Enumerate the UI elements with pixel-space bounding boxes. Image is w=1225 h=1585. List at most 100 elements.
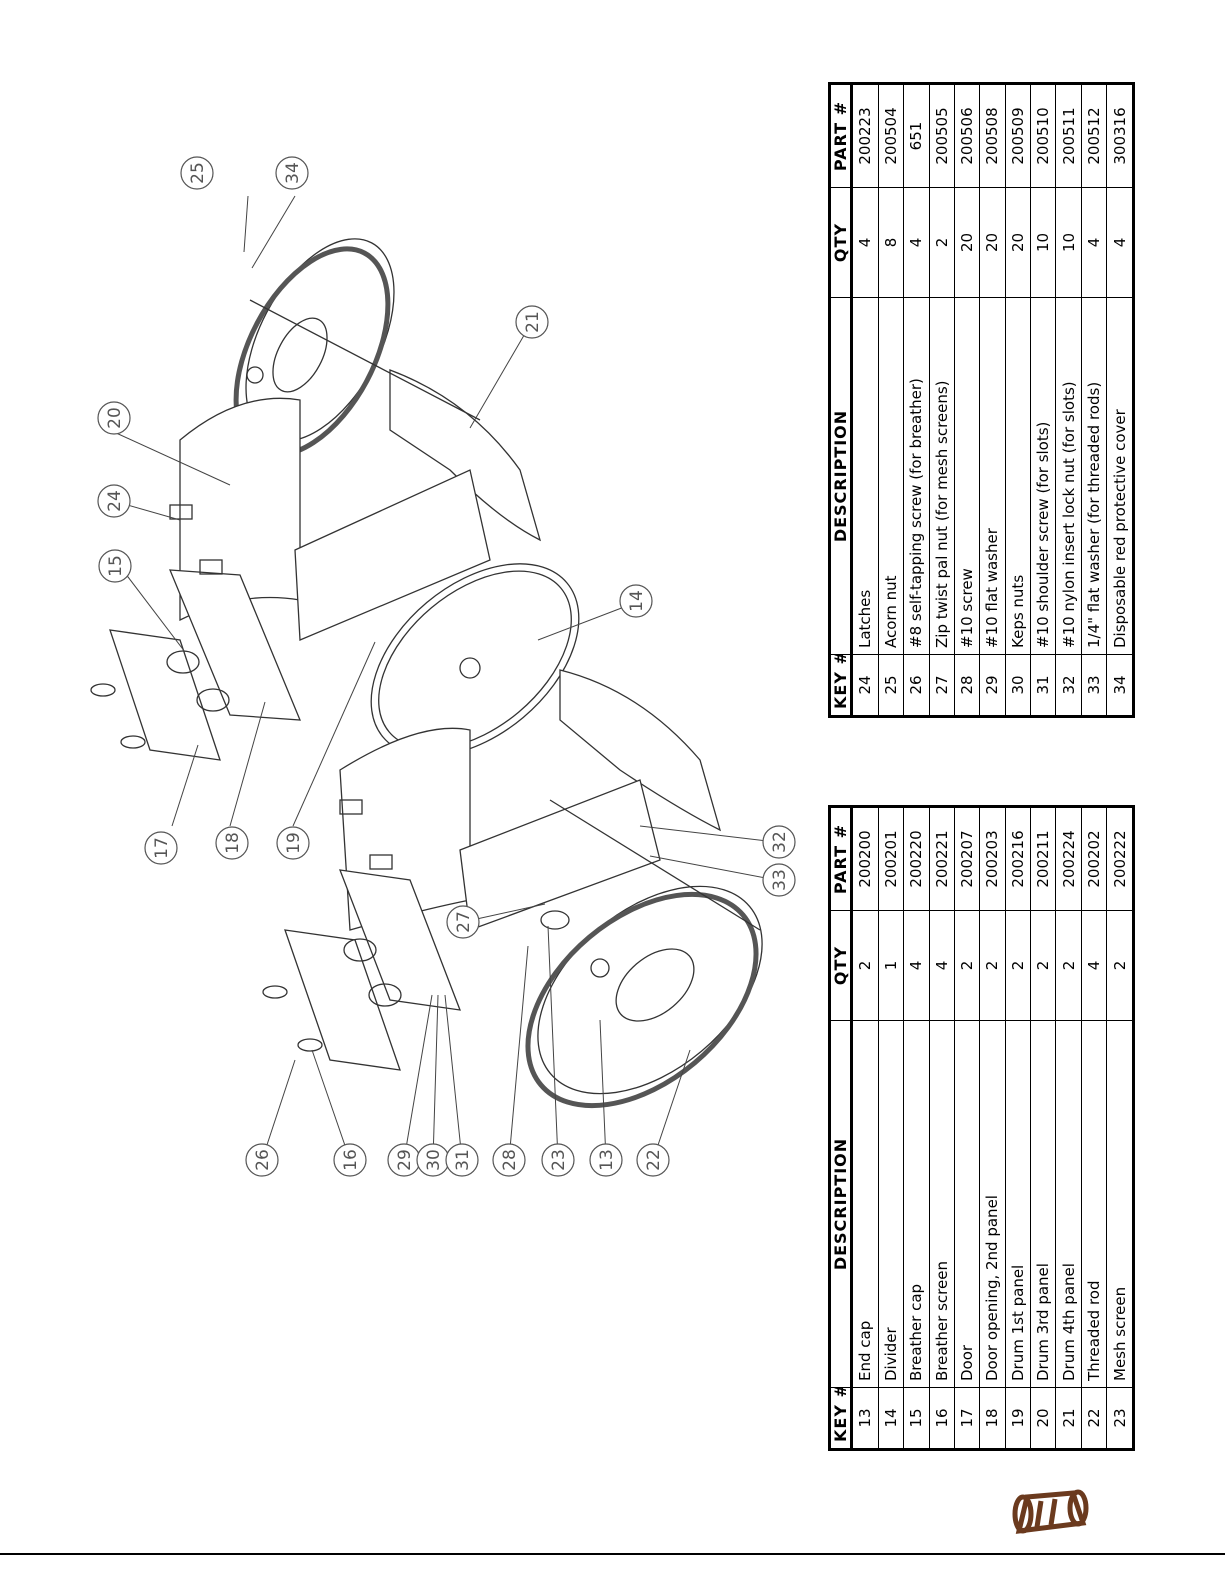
cell-qty: 2 (851, 910, 879, 1021)
cell-key: 14 (878, 1387, 904, 1450)
divider (370, 563, 580, 757)
cell-qty: 2 (1106, 910, 1134, 1021)
svg-text:24: 24 (105, 490, 125, 512)
cell-key: 27 (929, 654, 955, 717)
cell-description: Acorn nut (878, 297, 904, 655)
cell-part: 200512 (1081, 83, 1107, 188)
svg-text:29: 29 (395, 1149, 415, 1171)
table-row: 32#10 nylon insert lock nut (for slots)1… (1055, 83, 1082, 717)
col-key-header: KEY # (829, 654, 852, 717)
svg-text:14: 14 (627, 590, 647, 612)
cell-qty: 8 (878, 187, 904, 298)
svg-text:18: 18 (223, 832, 243, 854)
cell-part: 200203 (979, 806, 1006, 911)
cell-description: Breather screen (929, 1020, 955, 1388)
callout-30: 30 (416, 1143, 450, 1177)
drum-parts (90, 238, 763, 1109)
breather-cap-upper-2 (196, 688, 230, 712)
cell-qty: 10 (1055, 187, 1082, 298)
callout-22: 22 (636, 1143, 670, 1177)
cell-key: 22 (1081, 1387, 1107, 1450)
svg-text:16: 16 (341, 1149, 361, 1171)
svg-text:26: 26 (253, 1149, 273, 1171)
cell-qty: 10 (1030, 187, 1056, 298)
cell-part: 200509 (1005, 83, 1031, 188)
cell-qty: 4 (1106, 187, 1134, 298)
drum-panel-4-lower (559, 669, 722, 832)
cell-part: 200223 (851, 83, 879, 188)
cell-qty: 20 (979, 187, 1006, 298)
cell-key: 18 (979, 1387, 1006, 1450)
callout-15: 15 (98, 549, 132, 583)
cell-description: #10 flat washer (979, 297, 1006, 655)
callout-28: 28 (492, 1143, 526, 1177)
cell-description: Keps nuts (1005, 297, 1031, 655)
col-description-header: DESCRIPTION (829, 1020, 852, 1388)
cell-description: Drum 1st panel (1005, 1020, 1031, 1388)
cell-part: 200202 (1081, 806, 1107, 911)
cell-description: Zip twist pal nut (for mesh screens) (929, 297, 955, 655)
table-header-row: KEY # DESCRIPTION QTY PART # (829, 83, 852, 717)
cell-key: 32 (1055, 654, 1082, 717)
callout-31: 31 (445, 1143, 479, 1177)
col-description-header: DESCRIPTION (829, 297, 852, 655)
callout-14: 14 (619, 584, 653, 618)
callout-34: 34 (275, 156, 309, 190)
svg-text:13: 13 (597, 1149, 617, 1171)
callout-23: 23 (541, 1143, 575, 1177)
callout-25: 25 (180, 156, 214, 190)
cell-qty: 2 (1005, 910, 1031, 1021)
callout-18: 18 (215, 826, 249, 860)
cell-part: 200200 (851, 806, 879, 911)
mesh-screen (540, 910, 570, 930)
cell-qty: 2 (979, 910, 1006, 1021)
drum-panel-1-lower (459, 779, 661, 931)
cell-key: 13 (851, 1387, 879, 1450)
cell-part: 200221 (929, 806, 955, 911)
cell-part: 200510 (1030, 83, 1056, 188)
breather-screen-upper-2 (120, 735, 146, 749)
cell-description: Latches (851, 297, 879, 655)
cell-description: #10 nylon insert lock nut (for slots) (1055, 297, 1082, 655)
cell-qty: 4 (929, 910, 955, 1021)
svg-text:17: 17 (152, 837, 172, 859)
cell-key: 33 (1081, 654, 1107, 717)
svg-text:28: 28 (500, 1149, 520, 1171)
cell-description: Threaded rod (1081, 1020, 1107, 1388)
svg-text:32: 32 (770, 831, 790, 853)
svg-text:33: 33 (770, 869, 790, 891)
cell-qty: 2 (1055, 910, 1082, 1021)
table-header-row: KEY # DESCRIPTION QTY PART # (829, 806, 852, 1450)
col-part-header: PART # (829, 83, 852, 188)
cell-part: 200508 (979, 83, 1006, 188)
cell-part: 200224 (1055, 806, 1082, 911)
callout-20: 20 (97, 401, 131, 435)
breather-screen-lower-1 (262, 985, 288, 999)
cell-part: 200201 (878, 806, 904, 911)
cell-qty: 4 (1081, 910, 1107, 1021)
svg-text:25: 25 (188, 162, 208, 184)
cell-part: 200207 (954, 806, 980, 911)
svg-text:19: 19 (284, 832, 304, 854)
door-upper (109, 629, 221, 761)
cell-key: 15 (903, 1387, 929, 1450)
cell-part: 300316 (1106, 83, 1134, 188)
cell-qty: 20 (954, 187, 980, 298)
cell-qty: 20 (1005, 187, 1031, 298)
cell-qty: 2 (954, 910, 980, 1021)
callout-29: 29 (387, 1143, 421, 1177)
svg-text:34: 34 (283, 162, 303, 184)
threaded-rod-1 (249, 299, 481, 421)
svg-text:27: 27 (454, 911, 474, 933)
